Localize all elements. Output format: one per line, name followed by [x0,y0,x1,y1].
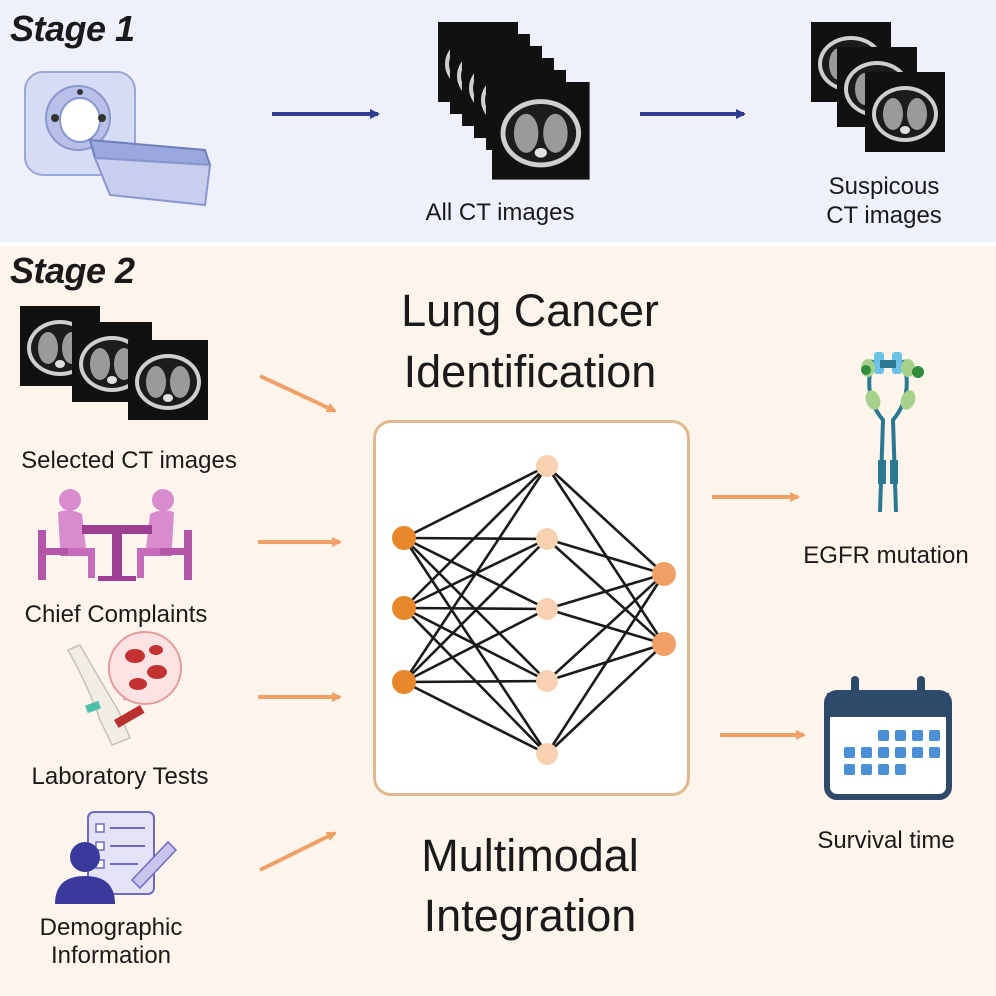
input-arrow-demographic [259,831,337,872]
blood-test-icon [66,631,182,746]
suspicious-ct-stack-icon [811,22,945,152]
calendar-day-cell [878,764,889,775]
network-edge [403,465,548,609]
input-label-demographic-line1: Demographic [39,914,183,941]
input-node [392,526,416,550]
calendar-icon [824,676,952,800]
calendar-day-cell [844,747,855,758]
input-label-ct: Selected CT images [21,447,237,474]
calendar-day-cell [844,764,855,775]
network-edge [545,465,666,645]
calendar-day-cell [861,764,872,775]
calendar-day-cell [895,764,906,775]
calendar-day-cell [861,747,872,758]
output-label-egfr: EGFR mutation [803,542,969,569]
calendar-day-cell [895,730,906,741]
calendar-day-cell [912,730,923,741]
all-ct-label: All CT images [425,199,575,226]
output-label-survival: Survival time [817,827,955,854]
network-edge [546,537,665,576]
calendar-day-cell [878,730,889,741]
stage2-title: Stage 2 [10,250,135,291]
egfr-receptor-icon [861,352,924,513]
input-label-lab: Laboratory Tests [31,763,209,790]
network-edge [403,680,548,756]
heading-bottom-line1: Multimodal [421,830,639,881]
hidden-node [536,528,558,550]
input-node [392,596,416,620]
calendar-day-cell [929,730,940,741]
network-edge [403,538,548,683]
calendar-day-cell [895,747,906,758]
network-edge [546,643,665,755]
network-edge [545,573,666,755]
selected-ct-stack-icon [20,306,208,420]
network-edge [546,465,665,575]
network-edge [403,464,548,540]
calendar-day-cell [929,747,940,758]
network-nodes [392,455,676,765]
output-node [652,562,676,586]
network-edge [403,679,548,684]
calendar-day-cell [912,747,923,758]
network-edge [402,465,549,683]
network-edge [546,572,665,611]
calendar-day-cell [878,747,889,758]
network-edge [546,573,665,682]
stage1-title: Stage 1 [10,8,135,49]
all-ct-stack-icon [438,22,590,180]
hidden-node [536,670,558,692]
input-label-demographic-line2: Information [50,942,172,969]
hidden-node [536,743,558,765]
hidden-node [536,455,558,477]
suspicious-ct-label-line1: Suspicous [828,173,940,200]
hidden-node [536,598,558,620]
input-label-complaints: Chief Complaints [24,601,208,628]
suspicious-ct-label-line2: CT images [826,202,942,229]
ct-scanner-icon [24,71,212,207]
heading-top-line1: Lung Cancer [401,285,659,336]
network-edges [402,464,666,756]
heading-top-line2: Identification [403,346,657,397]
network-edge [403,606,548,611]
input-node [392,670,416,694]
consultation-icon [38,489,192,581]
demographic-form-icon [55,811,178,904]
network-edge [403,607,548,684]
input-arrow-ct [259,374,337,413]
heading-bottom-line2: Integration [423,890,637,941]
output-node [652,632,676,656]
